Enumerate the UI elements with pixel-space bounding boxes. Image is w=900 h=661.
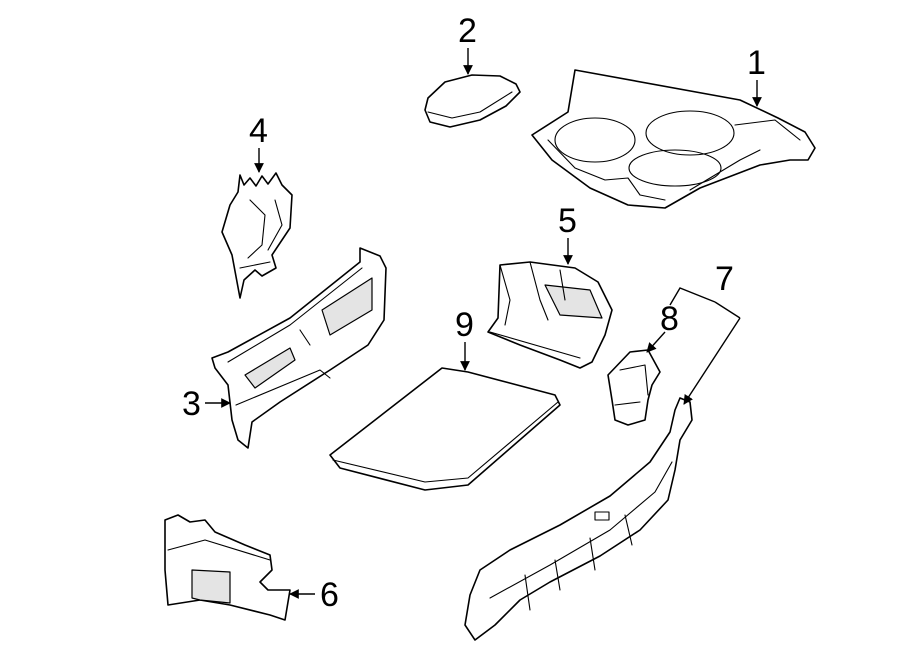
callout-labels: 1 2 3 4 5 6 7 8 9 — [182, 12, 766, 614]
part-9-floor-mat — [329, 367, 561, 491]
part-6-corner-trim — [164, 514, 291, 621]
callout-9: 9 — [455, 306, 474, 344]
callout-1: 1 — [747, 44, 766, 82]
callout-7: 7 — [715, 260, 734, 298]
callout-6: 6 — [320, 576, 339, 614]
callout-2: 2 — [458, 12, 477, 50]
callout-3: 3 — [182, 385, 201, 423]
callout-4: 4 — [249, 112, 268, 150]
leader-lines — [205, 48, 762, 599]
part-3-partition — [211, 247, 387, 449]
part-8-small-bracket — [607, 349, 661, 426]
part-7-rear-trim — [464, 397, 693, 641]
callout-8: 8 — [660, 300, 679, 338]
leader-7-branch — [669, 287, 716, 306]
part-5-storage-tray — [487, 261, 613, 369]
part-1-package-tray — [531, 69, 816, 209]
part-4-bracket — [221, 172, 293, 299]
callout-5: 5 — [558, 202, 577, 240]
leader-7-split — [714, 301, 741, 319]
leader-8 — [646, 331, 666, 353]
part-2-cover — [424, 74, 521, 128]
leader-7 — [683, 317, 741, 405]
